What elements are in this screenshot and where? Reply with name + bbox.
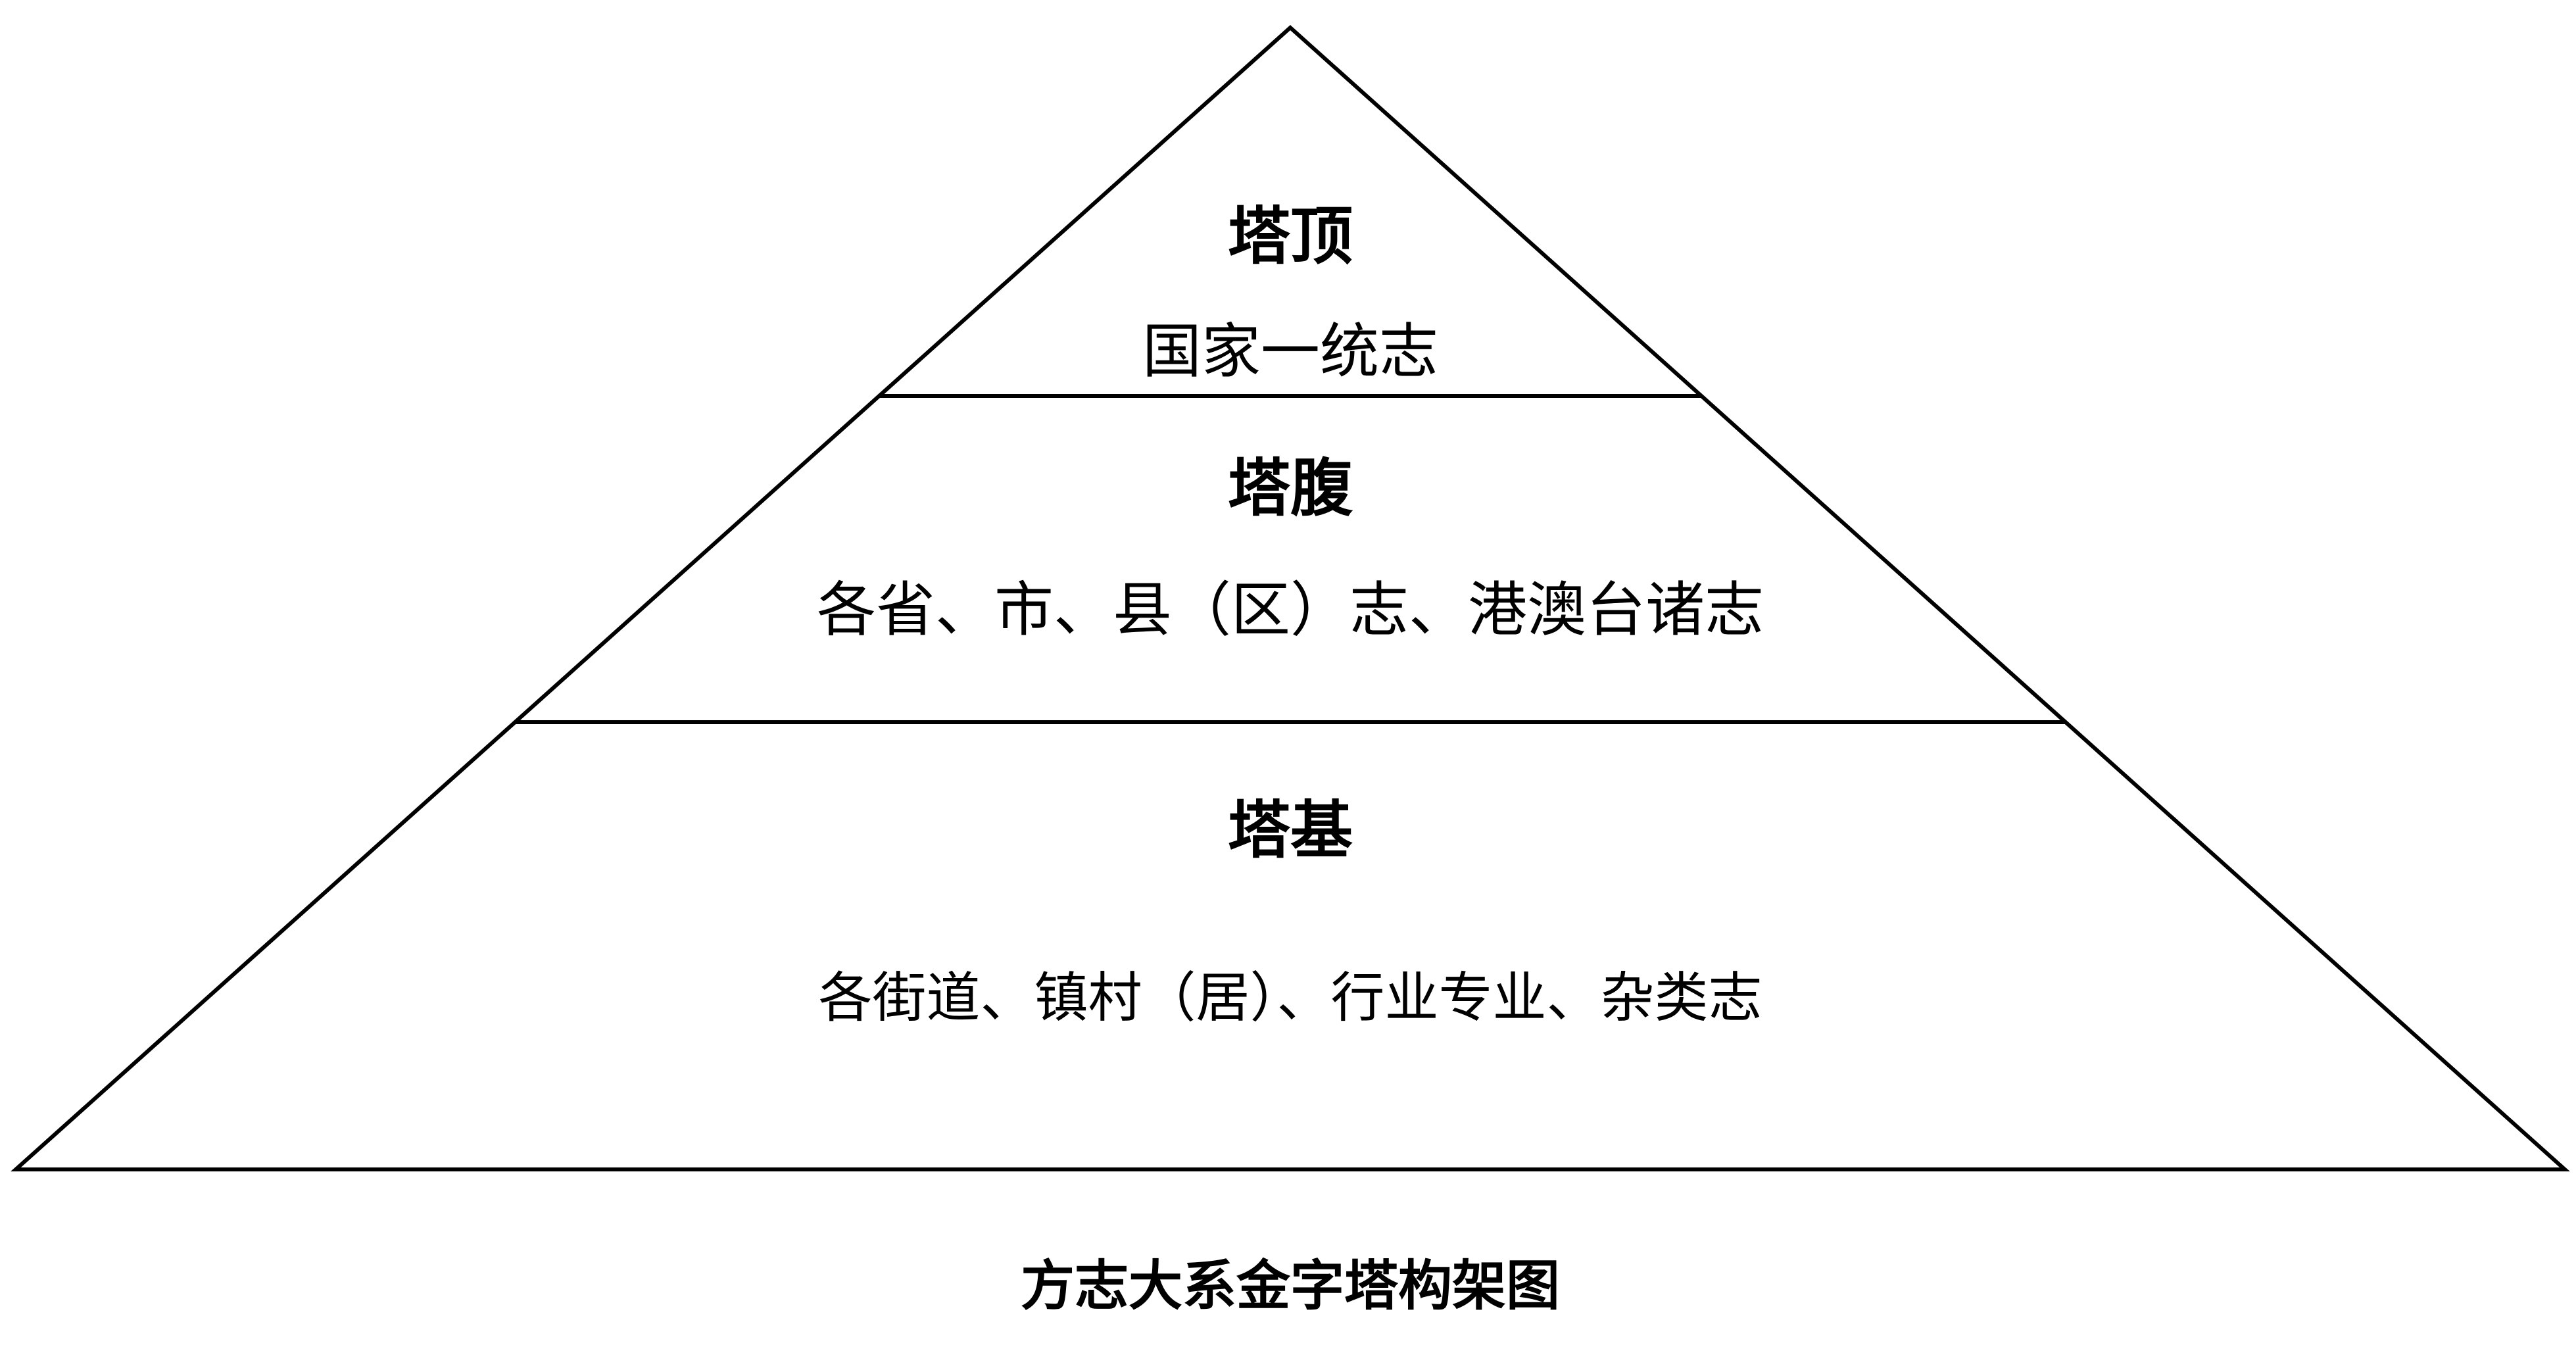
level-base-content: 各街道、镇村（居）、行业专业、杂类志 (818, 967, 1762, 1029)
level-top-title: 塔顶 (1228, 201, 1353, 273)
level-middle-title: 塔腹 (1228, 453, 1353, 525)
level-top-content: 国家一统志 (1142, 317, 1438, 386)
pyramid-outline (11, 24, 2570, 1171)
level-base-title: 塔基 (1228, 795, 1353, 867)
level-middle-content: 各省、市、县（区）志、港澳台诸志 (817, 576, 1764, 645)
diagram-caption: 方志大系金字塔构架图 (1021, 1255, 1560, 1317)
